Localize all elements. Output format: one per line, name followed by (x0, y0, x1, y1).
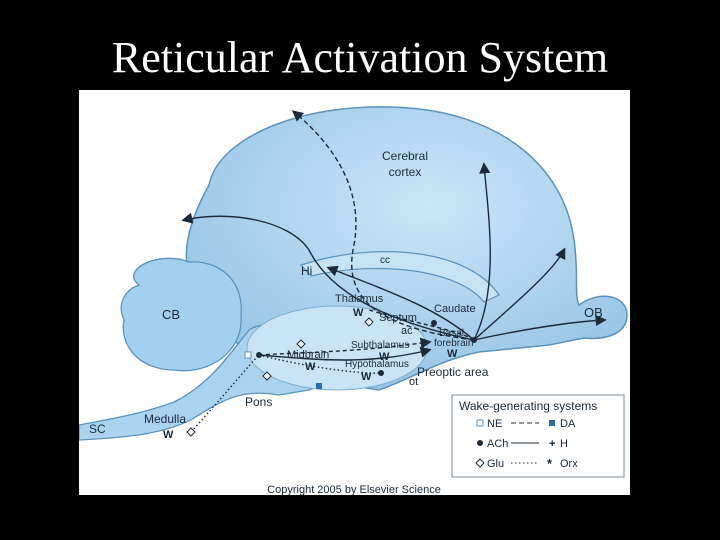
brain-diagram: Cerebral cortex cc Hi CB Thalamus W Sept… (79, 90, 630, 495)
cerebellum-shape (121, 258, 241, 370)
svg-text:H: H (560, 438, 568, 450)
cc-label: cc (380, 255, 390, 266)
preoptic-area-label: Preoptic area (417, 365, 489, 379)
subthalamus-label: Subthalamus (351, 340, 409, 351)
diagram-panel: Cerebral cortex cc Hi CB Thalamus W Sept… (79, 90, 630, 495)
thalamus-w: W (353, 307, 364, 319)
septum-label: Septum (379, 312, 417, 324)
slide-title: Reticular Activation System (0, 30, 720, 86)
ot-label: ot (409, 376, 418, 388)
hypothalamus-label: Hypothalamus (345, 359, 409, 370)
svg-text:ACh: ACh (487, 438, 508, 450)
basal-forebrain-w: W (447, 348, 458, 360)
midbrain-w: W (305, 361, 316, 373)
hypothalamus-w: W (361, 371, 372, 383)
cb-label: CB (162, 307, 180, 322)
medulla-w: W (163, 429, 174, 441)
ac-label: ac (401, 325, 413, 337)
legend-title: Wake-generating systems (459, 399, 597, 413)
midbrain-label: Midbrain (287, 349, 329, 361)
svg-text:NE: NE (487, 418, 502, 430)
hi-label: Hi (301, 264, 312, 278)
svg-text:+: + (549, 438, 555, 450)
svg-text:Orx: Orx (560, 458, 578, 470)
thalamus-label: Thalamus (335, 293, 384, 305)
medulla-label: Medulla (144, 412, 186, 426)
legend: Wake-generating systems NE DA ACh + H Gl… (452, 395, 624, 477)
copyright-label: Copyright 2005 by Elsevier Science (267, 484, 441, 495)
sc-label: SC (89, 422, 106, 436)
svg-text:Glu: Glu (487, 458, 504, 470)
cerebral-cortex-label-2: cortex (389, 165, 422, 179)
pons-label: Pons (245, 395, 272, 409)
cerebral-cortex-label-1: Cerebral (382, 149, 428, 163)
ob-label: OB (584, 305, 603, 320)
caudate-label: Caudate (434, 303, 476, 315)
svg-text:DA: DA (560, 418, 576, 430)
legend-item-orx: * Orx (547, 456, 578, 471)
